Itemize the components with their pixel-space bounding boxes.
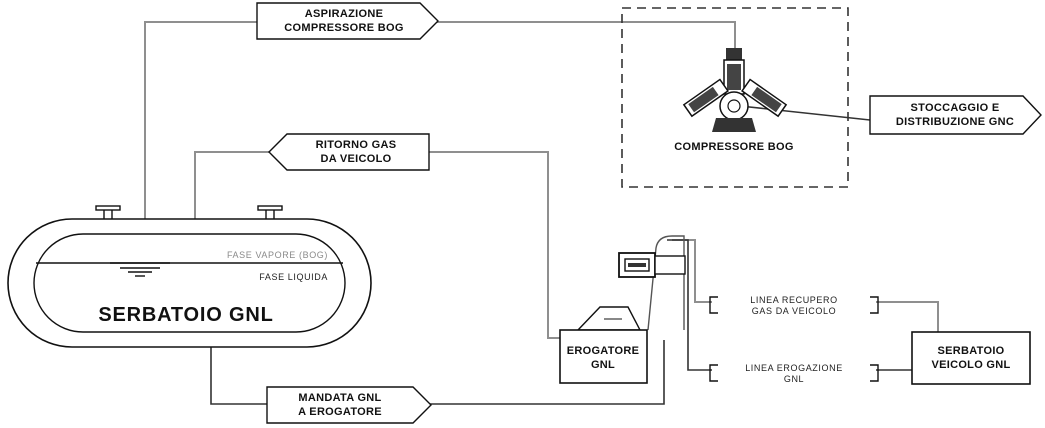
nozzle-icon <box>618 252 686 278</box>
serbatoio-veicolo-box: SERBATOIO VEICOLO GNL <box>911 331 1031 385</box>
tag-mandata: MANDATA GNL A EROGATORE <box>266 386 432 424</box>
fase-vapore-label: FASE VAPORE (BOG) <box>227 250 328 260</box>
svg-text:ASPIRAZIONE: ASPIRAZIONE <box>305 8 383 20</box>
erogatore-label-2: GNL <box>591 359 615 371</box>
svg-text:DA VEICOLO: DA VEICOLO <box>320 153 391 165</box>
lng-delivery-pipe <box>210 340 665 405</box>
serbatoio-gnl-label: SERBATOIO GNL <box>98 304 273 326</box>
lng-tank <box>7 205 372 348</box>
fase-liquida-label: FASE LIQUIDA <box>259 272 328 282</box>
linea-erogazione-label: LINEA EROGAZIONE GNL <box>709 362 879 384</box>
linea-recupero-label: LINEA RECUPERO GAS DA VEICOLO <box>709 294 879 316</box>
compressor-label: COMPRESSORE BOG <box>674 141 793 153</box>
compressor-icon <box>682 48 788 132</box>
tag-ritorno: RITORNO GAS DA VEICOLO <box>268 133 430 171</box>
svg-text:LINEA EROGAZIONE: LINEA EROGAZIONE <box>745 363 843 373</box>
tag-stoccaggio: STOCCAGGIO E DISTRIBUZIONE GNC <box>869 95 1042 135</box>
svg-text:MANDATA GNL: MANDATA GNL <box>298 392 381 404</box>
tag-aspirazione: ASPIRAZIONE COMPRESSORE BOG <box>256 2 439 40</box>
svg-text:STOCCAGGIO E: STOCCAGGIO E <box>911 102 1000 114</box>
hose-loop <box>647 235 685 331</box>
svg-text:DISTRIBUZIONE GNC: DISTRIBUZIONE GNC <box>896 116 1014 128</box>
svg-text:GNL: GNL <box>784 374 804 384</box>
compressor-enclosure <box>621 7 849 188</box>
svg-text:LINEA RECUPERO: LINEA RECUPERO <box>750 295 837 305</box>
svg-text:GAS DA VEICOLO: GAS DA VEICOLO <box>752 306 836 316</box>
svg-text:SERBATOIO: SERBATOIO <box>937 345 1004 357</box>
svg-text:VEICOLO GNL: VEICOLO GNL <box>931 359 1010 371</box>
erogatore-label-1: EROGATORE <box>567 345 640 357</box>
dispenser <box>559 306 648 384</box>
svg-text:COMPRESSORE BOG: COMPRESSORE BOG <box>284 22 403 34</box>
svg-text:A EROGATORE: A EROGATORE <box>298 406 382 418</box>
svg-text:RITORNO GAS: RITORNO GAS <box>316 139 397 151</box>
recovery-gas-pipe <box>672 239 939 332</box>
bog-suction-pipe <box>144 21 736 250</box>
return-gas-pipe <box>194 151 560 339</box>
compressor-outlet-pipe <box>739 105 871 121</box>
